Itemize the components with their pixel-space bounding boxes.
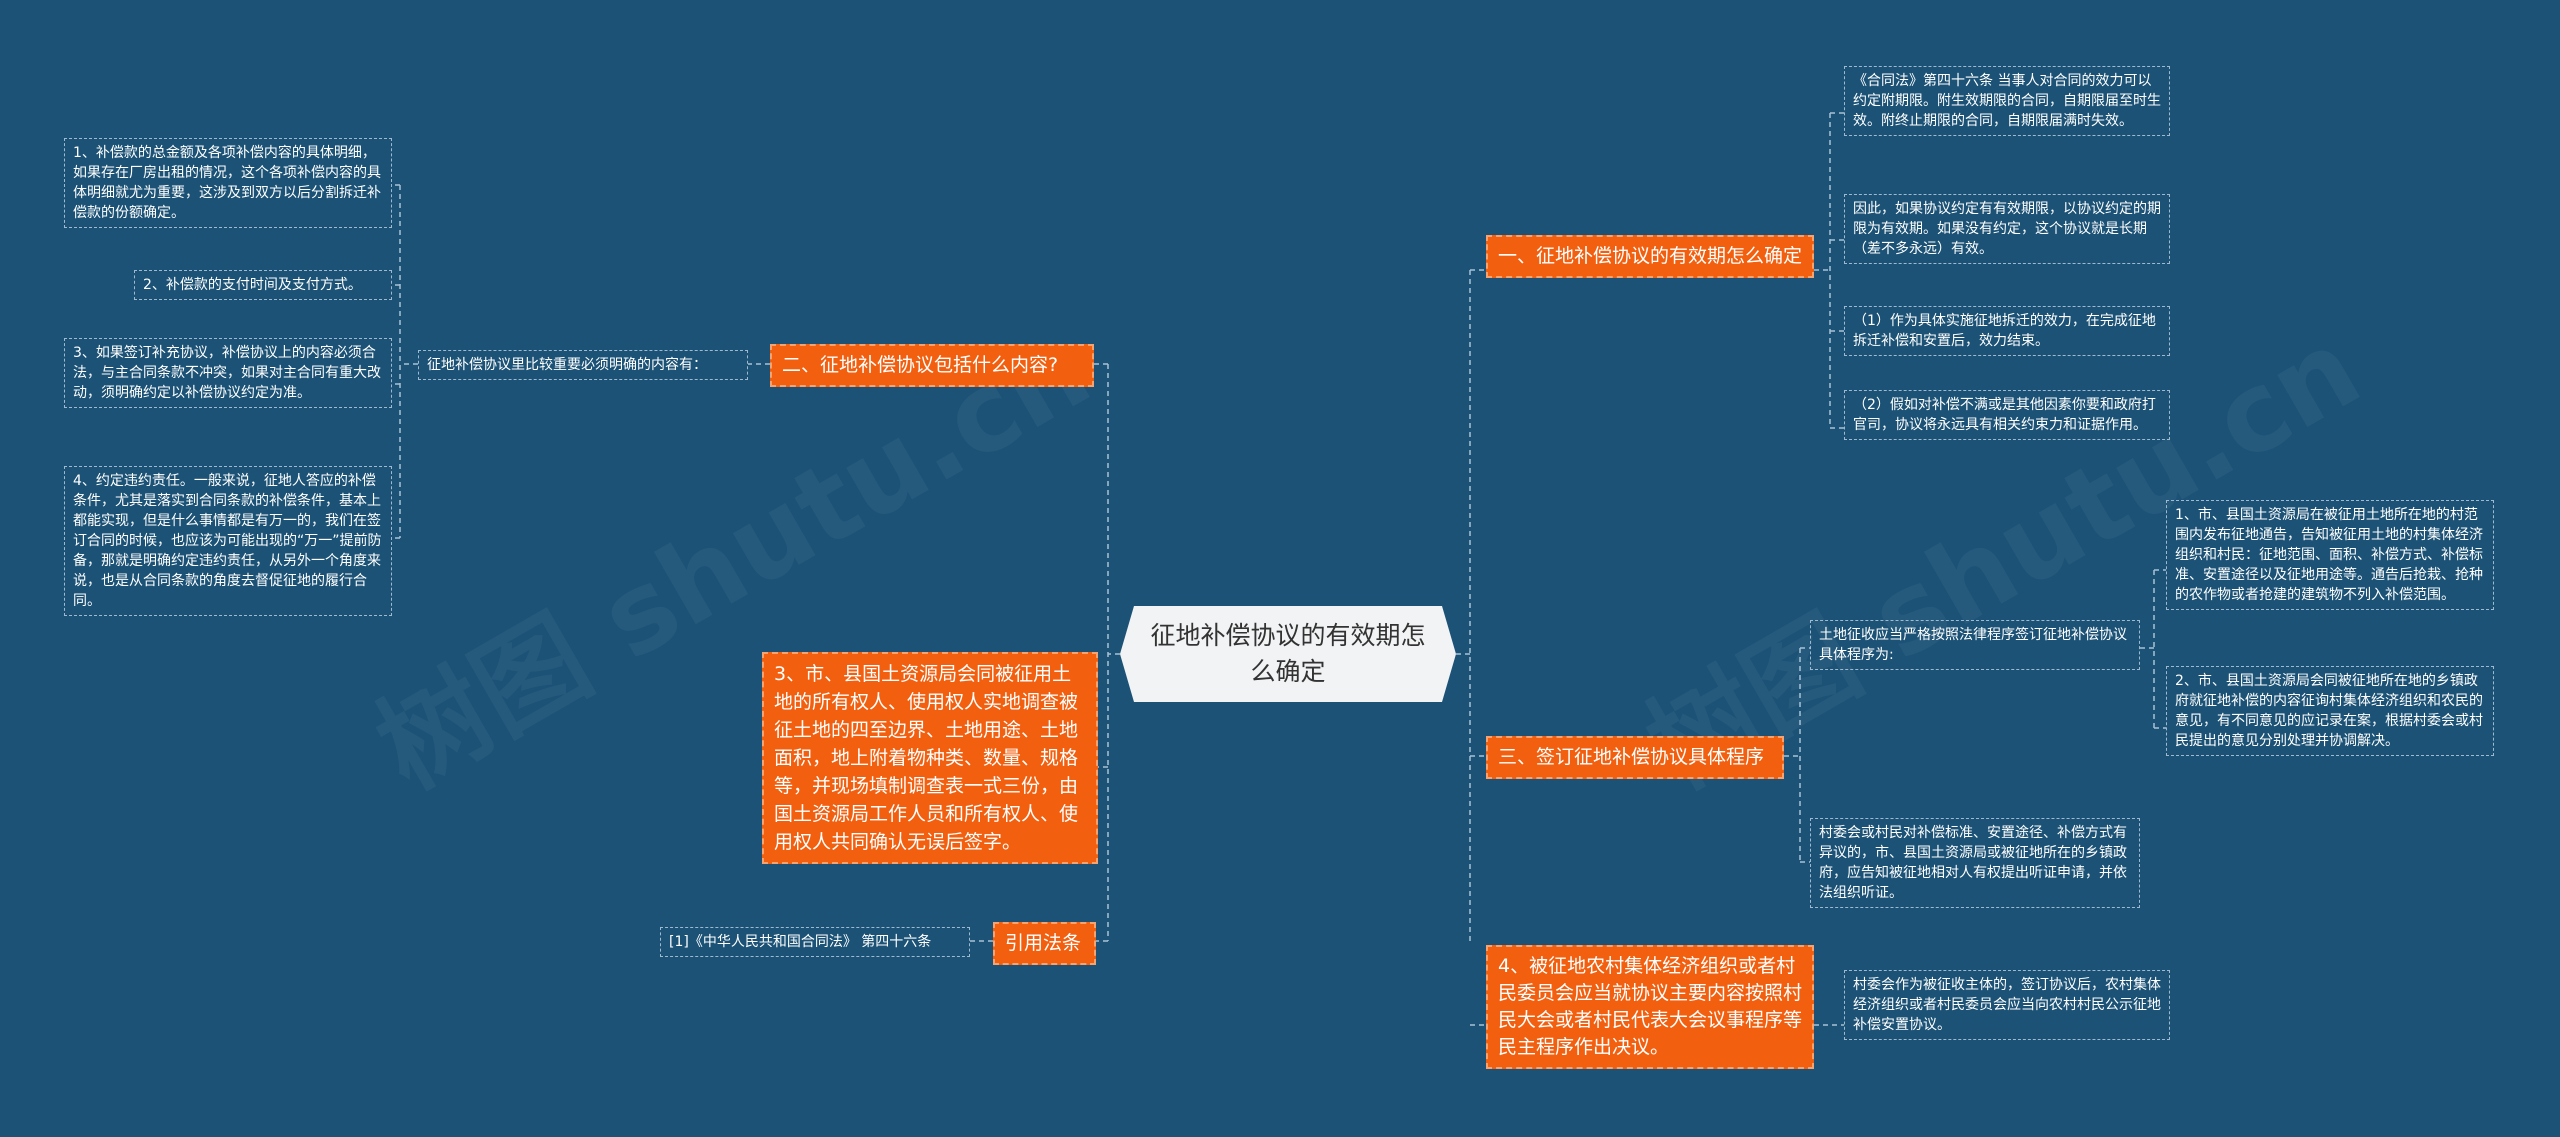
leaf-lawsuit-evidence[interactable]: （2）假如对补偿不满或是其他因素你要和政府打官司，协议将永远具有相关约束力和证据… [1844, 390, 2170, 440]
leaf-effect-ends[interactable]: （1）作为具体实施征地拆迁的效力，在完成征地拆迁补偿和安置后，效力结束。 [1844, 306, 2170, 356]
leaf-contract-law-article[interactable]: 《合同法》第四十六条 当事人对合同的效力可以约定附期限。附生效期限的合同，自期限… [1844, 66, 2170, 136]
branch-validity-period[interactable]: 一、征地补偿协议的有效期怎么确定 [1486, 235, 1814, 278]
leaf-important-contents[interactable]: 征地补偿协议里比较重要必须明确的内容有： [418, 350, 748, 380]
leaf-legal-procedure[interactable]: 土地征收应当严格按照法律程序签订征地补偿协议具体程序为: [1810, 620, 2140, 670]
leaf-supplementary-agreement[interactable]: 3、如果签订补充协议，补偿协议上的内容必须合法，与主合同条款不冲突，如果对主合同… [64, 338, 392, 408]
branch-step-4-resolution[interactable]: 4、被征地农村集体经济组织或者村民委员会应当就协议主要内容按照村民大会或者村民代… [1486, 945, 1814, 1069]
leaf-citation[interactable]: [1]《中华人民共和国合同法》 第四十六条 [660, 927, 970, 957]
branch-signing-procedure[interactable]: 三、签订征地补偿协议具体程序 [1486, 736, 1784, 779]
leaf-procedure-step-1[interactable]: 1、市、县国土资源局在被征用土地所在地的村范围内发布征地通告，告知被征用土地的村… [2166, 500, 2494, 610]
leaf-compensation-amount[interactable]: 1、补偿款的总金额及各项补偿内容的具体明细，如果存在厂房出租的情况，这个各项补偿… [64, 138, 392, 228]
leaf-public-notice[interactable]: 村委会作为被征收主体的，签订协议后，农村集体经济组织或者村民委员会应当向农村村民… [1844, 970, 2170, 1040]
leaf-hearing-right[interactable]: 村委会或村民对补偿标准、安置途径、补偿方式有异议的，市、县国土资源局或被征地所在… [1810, 818, 2140, 908]
leaf-procedure-step-2[interactable]: 2、市、县国土资源局会同被征地所在地的乡镇政府就征地补偿的内容征询村集体经济组织… [2166, 666, 2494, 756]
leaf-payment-time[interactable]: 2、补偿款的支付时间及支付方式。 [134, 270, 392, 300]
branch-agreement-contents[interactable]: 二、征地补偿协议包括什么内容? [770, 344, 1094, 387]
branch-step-3-survey[interactable]: 3、市、县国土资源局会同被征用土地的所有权人、使用权人实地调查被征土地的四至边界… [762, 652, 1098, 864]
branch-cited-law[interactable]: 引用法条 [993, 922, 1096, 965]
leaf-breach-liability[interactable]: 4、约定违约责任。一般来说，征地人答应的补偿条件，尤其是落实到合同条款的补偿条件… [64, 466, 392, 616]
root-topic[interactable]: 征地补偿协议的有效期怎么确定 [1120, 606, 1456, 702]
leaf-agreed-period[interactable]: 因此，如果协议约定有有效期限，以协议约定的期限为有效期。如果没有约定，这个协议就… [1844, 194, 2170, 264]
